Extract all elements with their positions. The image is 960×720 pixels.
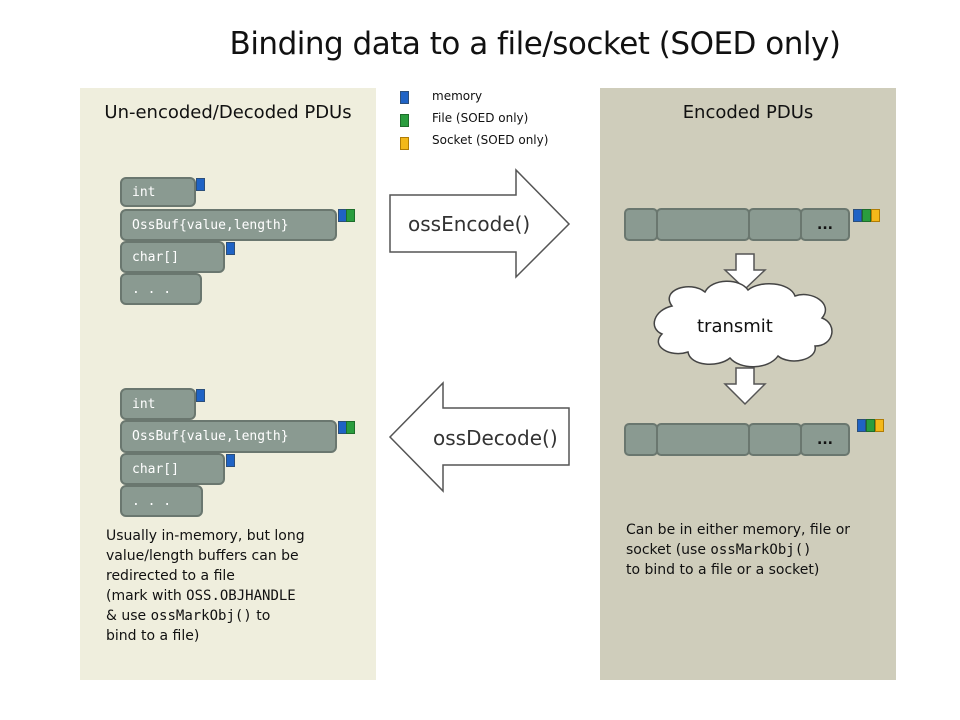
pdu-char-array-field: char[]	[120, 453, 225, 485]
note-line: & use ossMarkObj() to	[106, 606, 372, 626]
encoded-segment	[656, 208, 750, 241]
memory-marker-icon	[853, 209, 862, 222]
note-line: (mark with OSS.OBJHANDLE	[106, 586, 372, 606]
file-marker-icon	[866, 419, 875, 432]
page-title: Binding data to a file/socket (SOED only…	[229, 26, 841, 62]
down-arrow-icon	[723, 367, 767, 406]
note-text: & use	[106, 608, 151, 624]
file-marker-icon	[346, 209, 355, 222]
socket-marker-icon	[875, 419, 884, 432]
down-arrow-icon	[723, 253, 767, 291]
pdu-int-field: int	[120, 177, 196, 207]
encoded-pdus-note: Can be in either memory, file or socket …	[626, 520, 892, 580]
pdu-more-fields: . . .	[120, 485, 203, 517]
encoded-segment	[624, 423, 658, 456]
decode-arrow-icon	[388, 381, 570, 493]
memory-marker-icon	[196, 389, 205, 402]
encode-arrow-icon	[389, 168, 571, 279]
legend-socket-label: Socket (SOED only)	[432, 133, 549, 147]
cloud-icon	[653, 280, 833, 368]
memory-marker-icon	[226, 454, 235, 467]
encoded-segment-more: ...	[800, 423, 850, 456]
memory-marker-icon	[226, 242, 235, 255]
socket-legend-icon	[400, 137, 409, 150]
encoded-pdus-title: Encoded PDUs	[682, 102, 814, 123]
note-text: socket (use	[626, 542, 711, 558]
pdu-ossbuf-field: OssBuf{value,length}	[120, 420, 337, 453]
file-marker-icon	[346, 421, 355, 434]
legend-file-label: File (SOED only)	[432, 111, 529, 125]
note-line: redirected to a file	[106, 568, 235, 584]
transmit-label: transmit	[697, 316, 773, 337]
decoded-pdus-panel: Un-encoded/Decoded PDUs int OssBuf{value…	[80, 88, 376, 680]
note-line: Usually in-memory, but long	[106, 528, 305, 544]
note-text: to	[251, 608, 271, 624]
note-code: ossMarkObj()	[710, 542, 812, 558]
note-line: to bind to a file or a socket)	[626, 562, 820, 578]
encoded-segment-more: ...	[800, 208, 850, 241]
pdu-int-field: int	[120, 388, 196, 420]
note-line: value/length buffers can be	[106, 548, 299, 564]
memory-marker-icon	[196, 178, 205, 191]
note-line: Can be in either memory, file or	[626, 522, 851, 538]
file-marker-icon	[862, 209, 871, 222]
note-code: OSS.OBJHANDLE	[186, 588, 296, 604]
note-line: socket (use ossMarkObj()	[626, 540, 892, 560]
decode-label: ossDecode()	[433, 426, 558, 450]
pdu-char-array-field: char[]	[120, 241, 225, 273]
memory-legend-icon	[400, 91, 409, 104]
memory-marker-icon	[857, 419, 866, 432]
pdu-ossbuf-field: OssBuf{value,length}	[120, 209, 337, 241]
note-code: ossMarkObj()	[150, 608, 252, 624]
legend-memory-label: memory	[432, 89, 483, 103]
note-line: bind to a file)	[106, 628, 200, 644]
file-legend-icon	[400, 114, 409, 127]
note-text: (mark with	[106, 588, 187, 604]
decoded-pdus-title: Un-encoded/Decoded PDUs	[104, 102, 352, 123]
socket-marker-icon	[871, 209, 880, 222]
decoded-pdus-note: Usually in-memory, but long value/length…	[106, 526, 372, 646]
encode-label: ossEncode()	[408, 212, 531, 236]
encoded-segment	[656, 423, 750, 456]
pdu-more-fields: . . .	[120, 273, 202, 305]
